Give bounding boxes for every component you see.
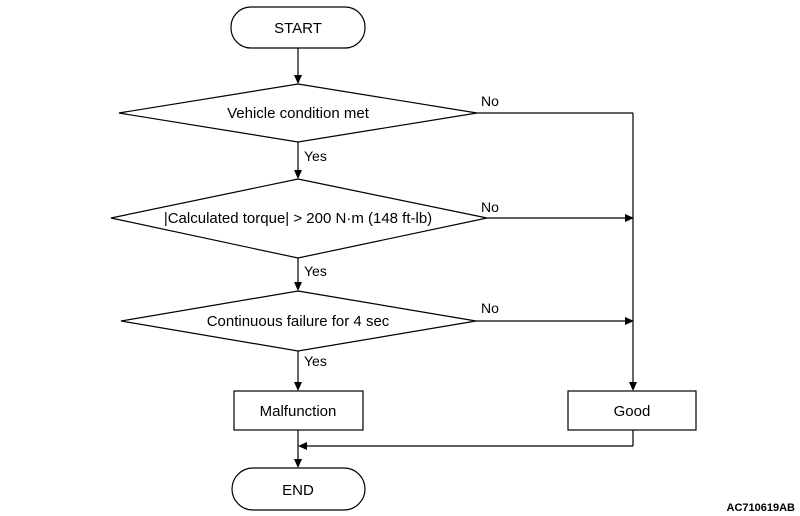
- start-label: START: [274, 20, 322, 37]
- no-branch-decision-3: [476, 317, 634, 325]
- figure-code: AC710619AB: [727, 502, 796, 514]
- malfunction-box: Malfunction: [233, 390, 364, 431]
- connector-good-to-end: [298, 430, 634, 450]
- decision-1-yes-label: Yes: [304, 148, 327, 164]
- decision-1-label: Vehicle condition met: [227, 105, 370, 122]
- decision-2-label: |Calculated torque| > 200 N·m (148 ft-lb…: [164, 210, 432, 227]
- start-terminator: START: [230, 6, 366, 49]
- decision-3-no-label: No: [481, 300, 499, 316]
- decision-3-yes-label: Yes: [304, 353, 327, 369]
- connector-malfunction-to-end: [294, 430, 302, 468]
- malfunction-label: Malfunction: [260, 403, 337, 420]
- decision-3-label: Continuous failure for 4 sec: [207, 313, 390, 330]
- end-label: END: [282, 482, 314, 499]
- connector-start-to-decision-1: [294, 48, 302, 84]
- no-branch-decision-2: [487, 214, 634, 222]
- connector-decision-3-to-malfunction: [294, 351, 302, 391]
- decision-2-yes-label: Yes: [304, 263, 327, 279]
- decision-1-no-label: No: [481, 93, 499, 109]
- decision-continuous-failure: Continuous failure for 4 sec: [120, 290, 477, 352]
- good-label: Good: [614, 403, 651, 420]
- good-box: Good: [567, 390, 697, 431]
- decision-2-no-label: No: [481, 199, 499, 215]
- decision-vehicle-condition: Vehicle condition met: [118, 83, 478, 143]
- no-path-trunk: [477, 112, 637, 391]
- connector-decision-2-to-decision-3: [294, 258, 302, 291]
- connector-decision-1-to-decision-2: [294, 142, 302, 179]
- end-terminator: END: [231, 467, 366, 511]
- decision-calculated-torque: |Calculated torque| > 200 N·m (148 ft-lb…: [110, 178, 488, 259]
